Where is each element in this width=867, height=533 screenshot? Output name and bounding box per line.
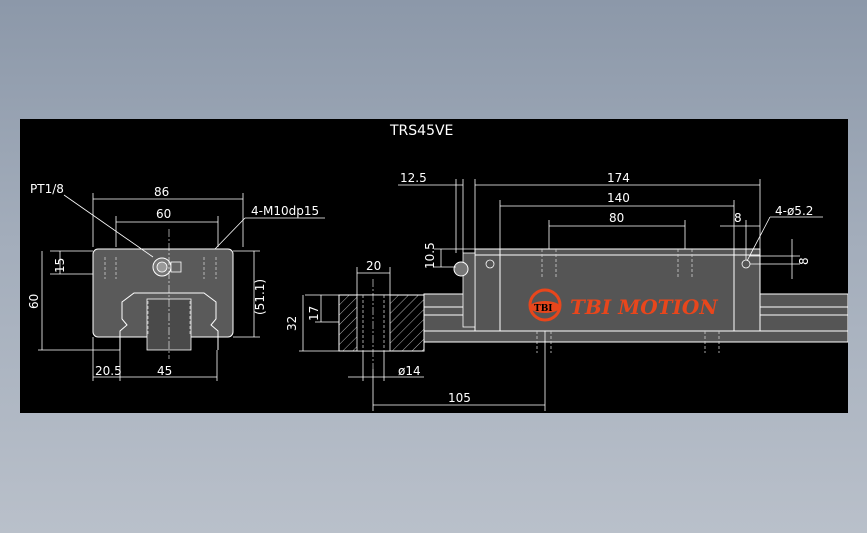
dim-20-5: 20.5 bbox=[95, 364, 122, 378]
dim-45: 45 bbox=[157, 364, 172, 378]
logo-text: TBI MOTION bbox=[570, 295, 718, 319]
dim-80: 80 bbox=[609, 211, 624, 225]
tbi-logo: TBI TBI MOTION bbox=[528, 288, 718, 322]
dim-105: 105 bbox=[448, 391, 471, 405]
side-view: TBI TBI MOTION 20 17 32 ø14 105 12.5 bbox=[285, 171, 848, 411]
dim-60-top: 60 bbox=[156, 207, 171, 221]
dim-60-left: 60 bbox=[27, 294, 41, 309]
dim-12-5: 12.5 bbox=[400, 171, 427, 185]
dim-m10: 4-M10dp15 bbox=[251, 204, 319, 218]
dim-d5-2: 4-ø5.2 bbox=[775, 204, 813, 218]
dim-8-right: 8 bbox=[797, 257, 811, 265]
grease-nipple-icon bbox=[152, 257, 182, 277]
end-view: 86 60 PT1/8 4-M10dp15 15 60 (51.1) 20.5 … bbox=[27, 182, 325, 381]
cad-viewport[interactable]: TRS45VE 86 60 PT1/8 bbox=[20, 119, 848, 413]
dim-pt18: PT1/8 bbox=[30, 182, 64, 196]
dim-51-1: (51.1) bbox=[253, 279, 267, 315]
dim-17: 17 bbox=[307, 306, 321, 321]
dim-8-top: 8 bbox=[734, 211, 742, 225]
dim-86: 86 bbox=[154, 185, 169, 199]
technical-drawing: TRS45VE 86 60 PT1/8 bbox=[27, 123, 848, 411]
dim-10-5: 10.5 bbox=[423, 242, 437, 269]
logo-mark: TBI bbox=[534, 304, 553, 314]
dim-d14: ø14 bbox=[398, 364, 421, 378]
dim-140: 140 bbox=[607, 191, 630, 205]
dim-20: 20 bbox=[366, 259, 381, 273]
dim-174: 174 bbox=[607, 171, 630, 185]
dim-15: 15 bbox=[53, 258, 67, 273]
side-grease-nipple-icon bbox=[453, 261, 469, 277]
block-body bbox=[474, 248, 761, 332]
dim-32: 32 bbox=[285, 316, 299, 331]
drawing-title: TRS45VE bbox=[389, 123, 453, 139]
